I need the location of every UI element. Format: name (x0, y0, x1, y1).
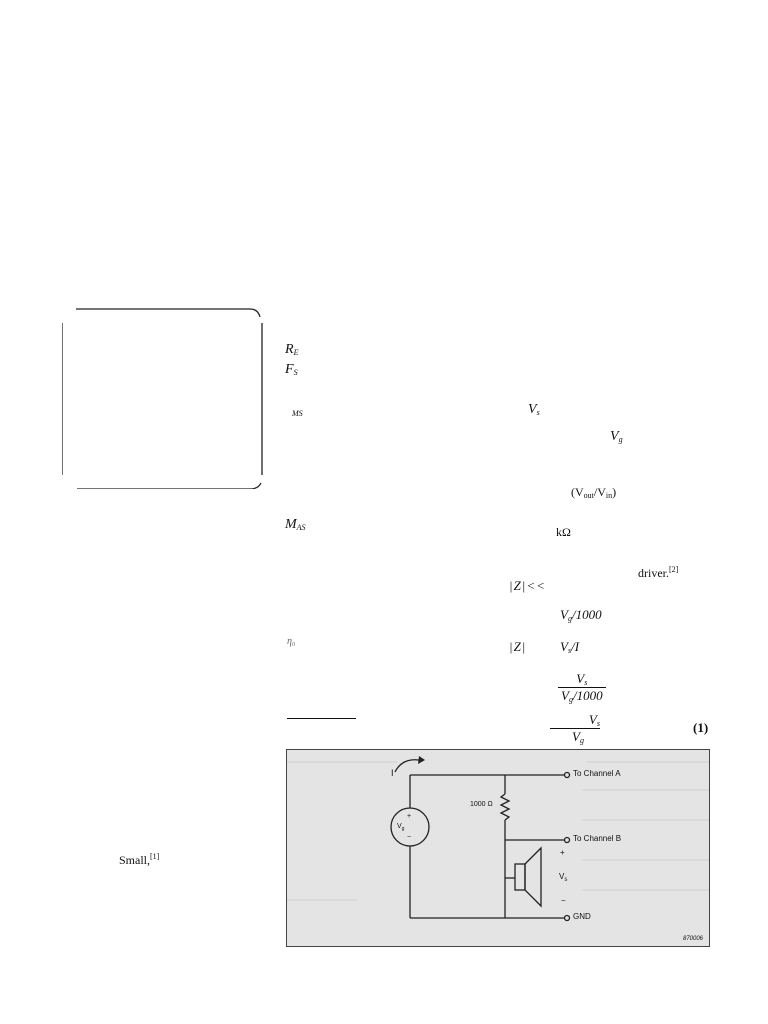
figure-code: 870006 (683, 936, 704, 942)
vs-minus: − (561, 896, 566, 905)
resistor-label: 1000 Ω (470, 801, 493, 808)
symbol-eta0: η0 (287, 636, 295, 648)
vg-over-1000: Vg/1000 (560, 607, 602, 623)
equation-number: (1) (693, 720, 709, 735)
channel-a-label: To Channel A (573, 769, 621, 778)
driver-citation: driver.[2] (638, 565, 679, 580)
vs-label: Vs (559, 872, 568, 883)
fraction-vs-over-vg: Vs Vg (550, 712, 600, 745)
circuit-figure: I 1000 Ω + Vg − + Vs − To Channel A To C… (286, 749, 710, 947)
footnote-rule (287, 718, 356, 719)
source-plus: + (407, 813, 412, 820)
z-magnitude: |Z| (509, 639, 527, 654)
symbol-fs: FS (285, 362, 298, 377)
unit-kohm: kΩ (556, 525, 571, 539)
vs-plus: + (560, 848, 565, 857)
symbol-vg: Vg (610, 429, 623, 444)
symbol-vs: Vs (528, 402, 540, 417)
vs-over-i: Vs/I (560, 639, 580, 655)
source-label: Vg (397, 823, 405, 832)
gnd-label: GND (573, 912, 591, 921)
channel-b-label: To Channel B (573, 834, 622, 843)
source-minus: − (407, 834, 412, 841)
symbol-mas: MAS (285, 517, 306, 532)
z-much-less-than: |Z|<< (509, 578, 546, 593)
symbol-re: RE (285, 342, 299, 357)
current-label: I (391, 768, 394, 778)
small-citation: Small,[1] (119, 852, 160, 867)
fraction-vs-over-vg1000: Vs Vg/1000 (558, 671, 606, 704)
sidebar-box (62, 307, 263, 489)
symbol-ms-subscript: MS (292, 409, 303, 418)
sidebar-box-border (62, 308, 263, 489)
circuit-diagram (287, 756, 709, 922)
ratio-vout-vin: (Vout/Vin) (571, 485, 617, 500)
